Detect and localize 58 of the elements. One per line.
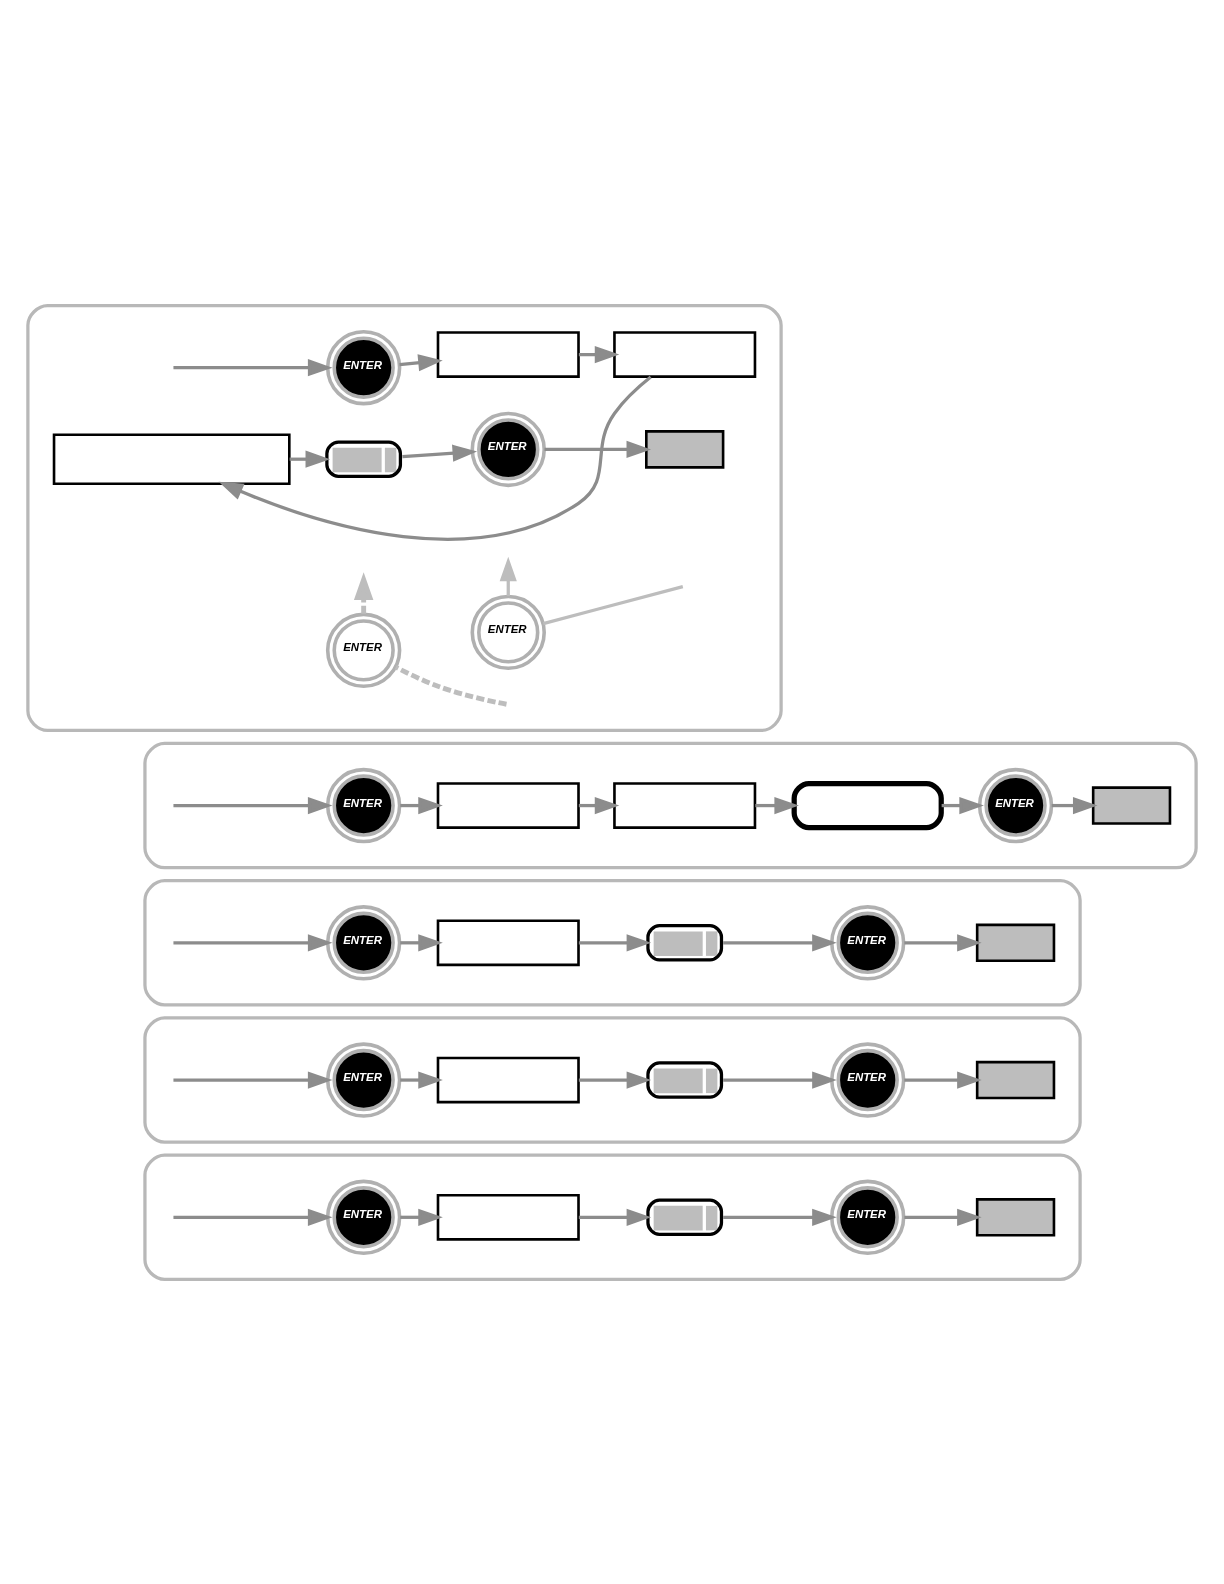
arrow [173,1208,333,1226]
arrow [173,796,333,814]
arrow [1051,796,1098,814]
node-circle: ENTER [325,1041,402,1118]
arrow [578,933,652,951]
node-box [52,432,291,485]
node-circle: ENTER [470,594,546,670]
node-box [791,780,944,830]
arrow [400,796,443,814]
arrow [173,933,333,951]
node-box [645,429,725,469]
cluster [143,741,1198,869]
arrow [218,375,652,541]
node-circle: ENTER [829,904,906,981]
node-circle: ENTER [325,329,402,405]
node-box [975,923,1056,962]
arrow [400,933,443,951]
node-box [436,330,580,378]
arrow [173,358,333,376]
arrow [173,1070,333,1089]
node-box [436,1193,580,1241]
node-box [613,781,757,829]
arrow [400,1208,443,1226]
cluster [143,878,1082,1007]
arrow [578,1070,652,1089]
node-box [975,1197,1056,1237]
arrow [399,353,443,371]
node-box [436,781,580,829]
arrow [544,440,652,458]
arrow [723,1208,837,1226]
node-circle: ENTER [829,1041,906,1118]
arrow [400,1070,443,1089]
node-box [1091,785,1172,825]
node-circle: ENTER [325,904,402,981]
arrow [578,1208,652,1226]
node-box [975,1060,1056,1099]
node-circle: ENTER [977,767,1054,843]
arrow [904,933,982,951]
arrow [755,796,799,814]
cluster [143,1153,1082,1281]
arrow [723,933,837,951]
node-circle: ENTER [829,1179,906,1255]
node-circle: ENTER [325,767,402,843]
arrow [723,1070,837,1089]
arrow [402,444,478,462]
node-circle: ENTER [470,411,546,487]
node-box [613,330,757,378]
node-box [436,1056,580,1103]
arrow [353,571,374,614]
node-circle: ENTER [325,612,402,688]
connector [394,664,507,707]
node-box [436,918,580,966]
arrow [941,796,984,814]
arrow [904,1070,982,1089]
arrow [904,1208,982,1226]
connector [542,584,684,625]
cluster [143,1015,1082,1144]
node-circle: ENTER [325,1179,402,1255]
